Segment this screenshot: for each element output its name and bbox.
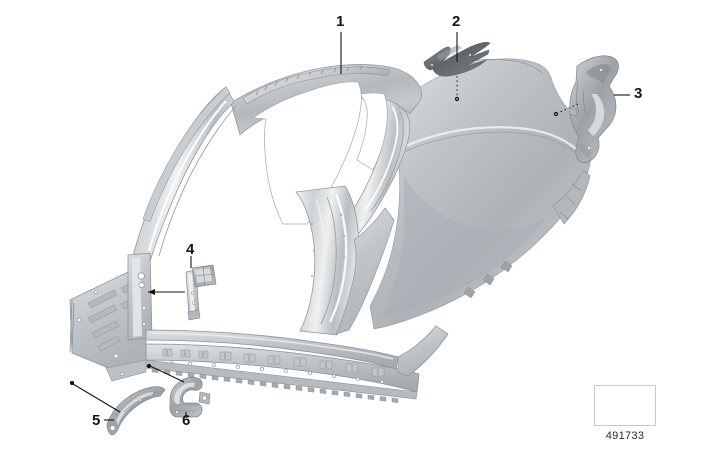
roof-rail-edge-notches [255,65,363,96]
rocker-inner-beam-highlight [151,332,394,360]
leader-5-anchor-dot [69,380,75,386]
rocker-flange-teeth [151,367,399,403]
c-pillar-highlight [365,105,399,210]
rear-corner-closing-bracket [568,55,619,163]
rocker-weld-holes [170,361,384,384]
rear-inner-quarter [335,207,395,335]
reference-icon-box [594,385,656,426]
c-pillar-shadow-line [370,111,404,212]
quarter-panel-rear-cut [552,169,591,225]
b-pillar-highlight-1 [328,193,348,323]
callout-label-1[interactable]: 1 [336,13,345,30]
quarter-panel-shoulder-shadow [405,131,578,155]
leader-lines [69,32,630,421]
leader-5-line [72,383,121,413]
leader-4-arrowhead [148,289,155,295]
callout-label-3[interactable]: 3 [634,85,643,102]
rocker-rear-reinforcement [169,376,211,418]
cowl-panel-edge-flange [69,299,75,353]
roof-rail-side-frame [69,58,592,403]
front-toeboard-tab [105,359,147,382]
rocker-rear-transition [397,325,449,377]
rocker-front-reinforcement [106,386,166,436]
quarter-panel-shoulder-highlight [405,126,577,150]
quarter-panel-lower-tabs [463,260,513,299]
callout-label-2[interactable]: 2 [452,13,461,30]
rear-window-opening [351,92,388,171]
b-pillar-weld-dots [310,213,346,301]
callout-label-6[interactable]: 6 [182,412,191,429]
callout-label-5[interactable]: 5 [92,412,101,429]
quarter-panel-rear-flange [559,183,582,220]
a-pillar-flange [142,86,231,223]
a-pillar-mounting-bracket [185,264,217,321]
a-pillar-node-holes [141,305,147,326]
b-pillar-shadow-1 [320,196,337,325]
reference-number: 491733 [605,430,645,442]
quarter-panel-wheelarch-shade [382,176,545,316]
b-pillar-highlight-2 [309,198,325,323]
roof-rail-notched-edge [242,66,391,105]
rocker-embossment-slits [166,350,379,375]
a-pillar-inner-shadow [158,105,237,257]
leader-6-line [149,365,185,383]
leader-6-anchor-dot [146,363,152,369]
front-toeboard-hole [120,371,125,376]
a-pillar-highlight [147,100,227,252]
callout-label-4[interactable]: 4 [186,241,195,258]
door-window-opening [252,81,362,225]
rocker-inner-beam [145,329,399,370]
a-pillar-node-figure8-hole [137,272,145,288]
leader-3-dashed [557,103,579,114]
